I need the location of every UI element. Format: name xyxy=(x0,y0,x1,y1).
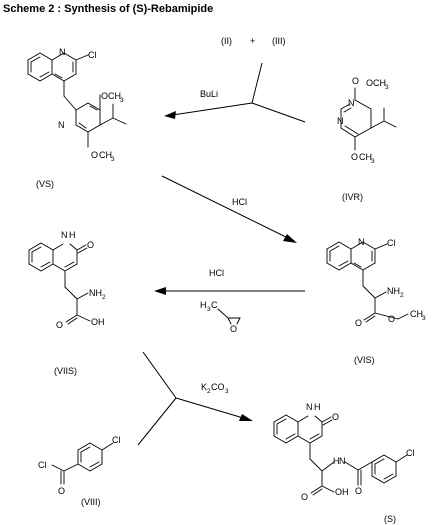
svg-text:O: O xyxy=(58,486,65,496)
svg-text:N: N xyxy=(59,47,66,57)
svg-text:2: 2 xyxy=(102,294,106,301)
svg-text:CH: CH xyxy=(99,150,112,160)
svg-text:OCH: OCH xyxy=(366,78,386,88)
svg-text:O: O xyxy=(301,492,308,502)
label-viii: (VIII) xyxy=(81,497,101,507)
arrow-buli xyxy=(164,62,306,123)
reagent-iii: (III) xyxy=(272,36,286,46)
svg-text:N: N xyxy=(61,230,68,240)
svg-text:OH: OH xyxy=(91,317,105,327)
label-vis: (VIS) xyxy=(354,355,375,365)
arrow-hcl-2 xyxy=(154,287,305,295)
svg-text:Cl: Cl xyxy=(112,435,121,445)
svg-text:H: H xyxy=(69,230,76,240)
svg-text:NH: NH xyxy=(89,288,102,298)
svg-text:O: O xyxy=(388,314,395,324)
svg-text:Cl: Cl xyxy=(38,460,47,470)
svg-text:NH: NH xyxy=(387,286,400,296)
svg-text:3: 3 xyxy=(385,84,389,91)
svg-text:N: N xyxy=(306,402,313,412)
svg-text:H: H xyxy=(333,456,340,466)
svg-text:2: 2 xyxy=(207,388,211,395)
label-s: (S) xyxy=(384,514,396,524)
svg-text:Cl: Cl xyxy=(406,448,415,458)
reagent-hcl-1: HCl xyxy=(232,197,247,207)
svg-text:Cl: Cl xyxy=(88,50,97,60)
svg-text:C: C xyxy=(211,300,218,310)
svg-text:2: 2 xyxy=(400,292,404,299)
reagent-k2co3: K 2 CO 3 xyxy=(201,382,229,395)
svg-text:N: N xyxy=(337,116,344,126)
label-viis: (VIIS) xyxy=(54,366,77,376)
svg-text:O: O xyxy=(351,152,358,162)
svg-text:CH: CH xyxy=(410,309,423,319)
svg-text:K: K xyxy=(201,382,207,392)
reagent-ii: (II) xyxy=(221,36,232,46)
svg-text:O: O xyxy=(87,240,94,250)
compound-s-structure xyxy=(273,414,408,496)
svg-text:N: N xyxy=(348,98,355,108)
reagent-hcl-2: HCl xyxy=(209,268,224,278)
svg-text:O: O xyxy=(56,320,63,330)
svg-text:3: 3 xyxy=(371,158,375,165)
svg-text:N: N xyxy=(339,456,346,466)
svg-text:OCH: OCH xyxy=(101,91,121,101)
compound-vs-structure xyxy=(27,52,127,148)
svg-text:O: O xyxy=(355,486,362,496)
svg-text:3: 3 xyxy=(111,156,115,163)
reagent-buli: BuLi xyxy=(200,89,218,99)
plus-sign: + xyxy=(250,36,255,46)
svg-text:H: H xyxy=(200,300,207,310)
scheme-title: Scheme 2 : Synthesis of (S)-Rebamipide xyxy=(3,3,213,15)
svg-text:3: 3 xyxy=(422,315,426,322)
arrow-hcl-1 xyxy=(161,175,297,243)
svg-text:CH: CH xyxy=(359,152,372,162)
svg-text:N: N xyxy=(358,237,365,247)
arrow-k2co3 xyxy=(137,351,253,446)
svg-text:3: 3 xyxy=(225,388,229,395)
compound-ivr-structure xyxy=(340,87,397,151)
svg-text:Cl: Cl xyxy=(387,238,396,248)
svg-text:CO: CO xyxy=(211,382,225,392)
svg-text:O: O xyxy=(230,324,237,334)
svg-text:O: O xyxy=(355,318,362,328)
svg-text:N: N xyxy=(58,120,65,130)
svg-text:H: H xyxy=(314,402,321,412)
svg-text:3: 3 xyxy=(207,306,211,313)
label-vs: (VS) xyxy=(36,179,54,189)
compound-vis-structure xyxy=(326,241,409,323)
epoxide-reagent: H 3 C O xyxy=(200,300,241,334)
compound-viis-structure xyxy=(28,242,91,325)
svg-text:O: O xyxy=(352,76,359,86)
label-ivr: (IVR) xyxy=(342,192,363,202)
svg-text:O: O xyxy=(91,150,98,160)
svg-text:3: 3 xyxy=(120,97,124,104)
svg-text:OH: OH xyxy=(335,487,349,497)
svg-text:O: O xyxy=(332,412,339,422)
compound-viii-structure xyxy=(51,442,114,485)
